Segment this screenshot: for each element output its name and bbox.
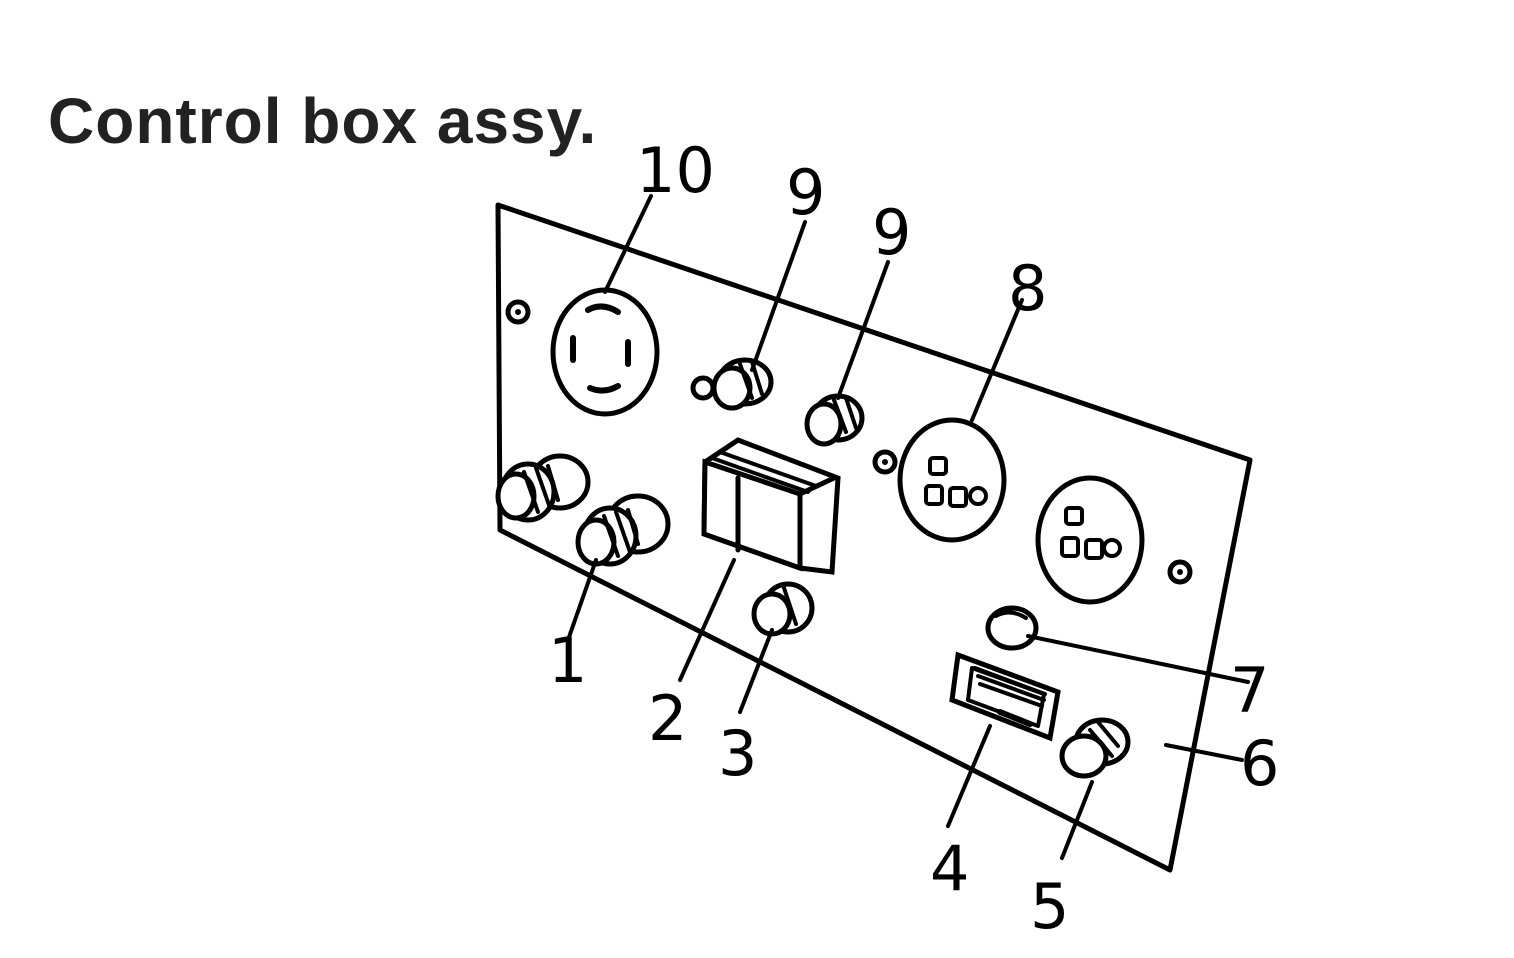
screw-hole-right bbox=[1167, 559, 1193, 585]
pilot-lamp bbox=[985, 605, 1039, 651]
screw-hole-top-left bbox=[505, 299, 531, 325]
callout-9-right: 9 bbox=[872, 196, 911, 269]
page-title: Control box assy. bbox=[48, 85, 598, 157]
callout-10: 10 bbox=[636, 134, 715, 207]
callout-2: 2 bbox=[648, 682, 687, 755]
callout-3: 3 bbox=[718, 717, 757, 790]
callout-7: 7 bbox=[1230, 654, 1269, 727]
indicator-knob bbox=[751, 581, 815, 637]
circuit-breaker-knob-2 bbox=[804, 393, 865, 447]
circuit-breaker-knob-1 bbox=[690, 357, 774, 411]
ground-terminal bbox=[1059, 717, 1131, 779]
callout-6: 6 bbox=[1240, 727, 1279, 800]
callout-1: 1 bbox=[548, 624, 587, 697]
callout-9-left: 9 bbox=[786, 156, 825, 229]
twist-lock-outlet bbox=[550, 287, 660, 417]
screw-hole-mid bbox=[872, 449, 898, 475]
fuse-holder-1 bbox=[495, 453, 591, 523]
selector-switch bbox=[701, 437, 841, 575]
fuse-holder-2 bbox=[575, 493, 671, 567]
duplex-outlet-1 bbox=[897, 417, 1007, 543]
callout-8: 8 bbox=[1008, 252, 1047, 325]
duplex-outlet-2 bbox=[1035, 475, 1145, 605]
callout-5: 5 bbox=[1030, 870, 1069, 943]
control-panel-outline bbox=[495, 202, 1253, 873]
leader-lines bbox=[566, 194, 1250, 860]
callout-4: 4 bbox=[930, 832, 969, 905]
rocker-switch bbox=[949, 651, 1061, 742]
